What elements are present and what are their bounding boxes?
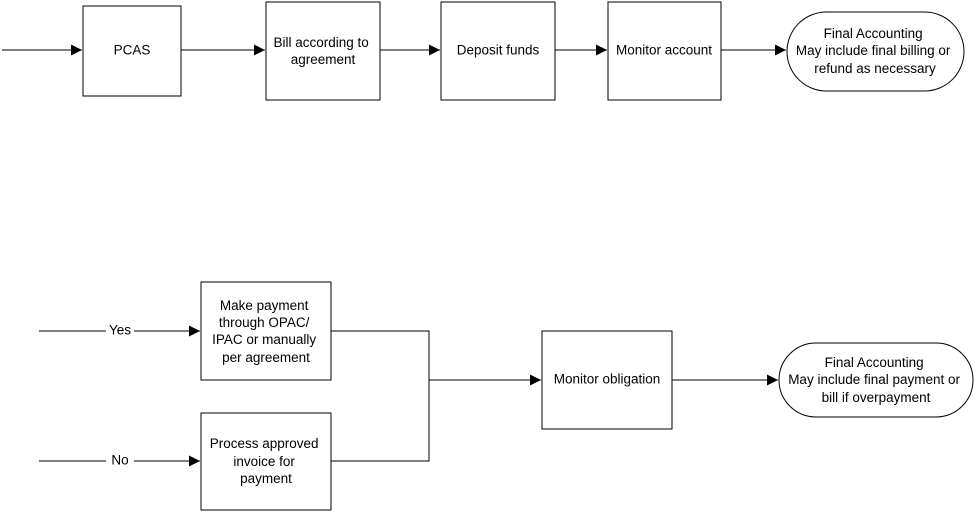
make-payment-box: Make payment through OPAC/ IPAC or manua… [200, 281, 332, 381]
bill-label-line-1: Bill according to [273, 35, 368, 50]
payment-line-1: Make payment [220, 298, 309, 313]
pcas-box: PCAS [82, 5, 182, 97]
monitor-account-label: Monitor account [616, 43, 712, 58]
invoice-line-2: invoice for [233, 454, 295, 469]
deposit-box: Deposit funds [440, 1, 556, 101]
final-bottom-line-2: May include final payment or [788, 372, 960, 387]
final-accounting-top-terminal: Final Accounting May include final billi… [786, 11, 965, 92]
process-invoice-box: Process approved invoice for payment [200, 412, 332, 511]
bill-label: Bill according to agreement [273, 35, 372, 67]
final-top-line-3: refund as necessary [814, 61, 936, 76]
make-payment-label: Make payment through OPAC/ IPAC or manua… [212, 298, 320, 365]
merge-connector [331, 330, 430, 462]
final-bottom-line-1: Final Accounting [825, 355, 924, 370]
final-top-line-1: Final Accounting [824, 26, 923, 41]
final-top-line-2: May include final billing or [796, 43, 951, 58]
no-label: No [111, 453, 128, 468]
invoice-line-1: Process approved [210, 436, 319, 451]
monitor-obligation-box: Monitor obligation [541, 330, 673, 430]
deposit-label: Deposit funds [457, 43, 540, 58]
payment-line-2: through OPAC/ [219, 315, 310, 330]
bill-box: Bill according to agreement [265, 1, 381, 101]
invoice-line-3: payment [240, 471, 292, 486]
monitor-obligation-label: Monitor obligation [554, 372, 661, 387]
payment-line-3: IPAC or manually [212, 332, 316, 347]
monitor-account-box: Monitor account [607, 1, 722, 101]
pcas-label: PCAS [114, 43, 151, 58]
final-accounting-bottom-label: Final Accounting May include final payme… [788, 355, 964, 405]
final-bottom-line-3: bill if overpayment [822, 390, 931, 405]
bottom-flow: Yes Make payment through OPAC/ IPAC or m… [39, 281, 974, 511]
final-accounting-top-label: Final Accounting May include final billi… [796, 26, 954, 76]
process-invoice-label: Process approved invoice for payment [210, 436, 323, 486]
final-accounting-bottom-terminal: Final Accounting May include final payme… [778, 342, 974, 418]
yes-label: Yes [109, 323, 131, 338]
bill-label-line-2: agreement [291, 52, 356, 67]
top-flow: PCAS Bill according to agreement Deposit… [2, 1, 965, 101]
payment-line-4: per agreement [222, 350, 310, 365]
